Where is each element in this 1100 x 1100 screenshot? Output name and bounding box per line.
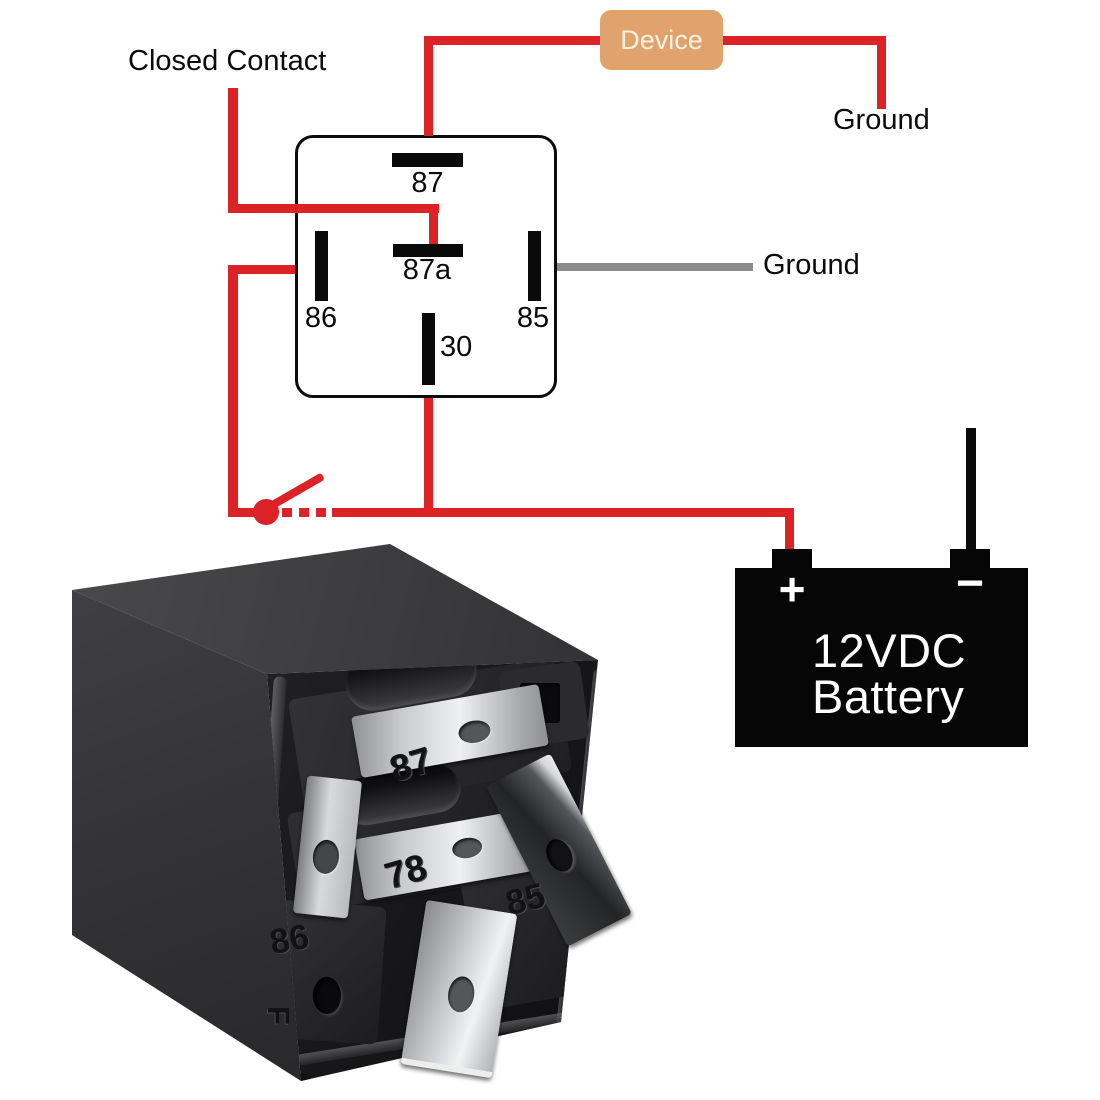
wire-battery-positive-drop (785, 508, 794, 552)
wire-switch-dashed-segment (282, 508, 334, 517)
pin86-contact-bar (315, 231, 328, 301)
battery-negative-terminal (950, 549, 990, 569)
wire-pin87-to-device-horizontal (424, 36, 608, 45)
wire-device-to-ground-horizontal (714, 36, 886, 45)
terminal-87-hole (456, 718, 493, 746)
battery-name-label: Battery (812, 670, 965, 723)
ground-label-top: Ground (833, 104, 930, 136)
pin86-label: 86 (304, 302, 338, 334)
embossed-f-marking: F (260, 1006, 296, 1025)
wire-battery-negative (966, 428, 976, 552)
pin87-contact-bar (392, 153, 463, 167)
relay-photo: 87 78 85 86 F (55, 528, 635, 1100)
ground-label-right: Ground (763, 249, 860, 281)
wire-device-to-ground-vertical (877, 36, 886, 109)
battery-positive-terminal (772, 549, 812, 569)
battery-plus-sign: + (778, 563, 806, 615)
battery-voltage-label: 12VDC (812, 624, 967, 677)
terminal-85-hole (541, 834, 578, 876)
terminal-86-hole (311, 838, 341, 876)
pin87a-contact-bar (393, 244, 463, 257)
embossed-86-label: 86 (266, 916, 313, 963)
switch-pivot-dot (253, 499, 279, 525)
embossed-85-label: 85 (501, 875, 550, 924)
battery-body (735, 568, 1028, 747)
wire-pin86-to-switch-vertical (228, 265, 238, 517)
wire-to-pin87a (429, 204, 438, 249)
pin30-label: 30 (440, 331, 473, 363)
pin87a-label: 87a (402, 254, 452, 286)
wire-closed-contact-vertical (228, 88, 238, 213)
wire-pin86-horizontal (233, 265, 295, 274)
terminal-87a-hole (450, 835, 484, 861)
pin87-label: 87 (411, 167, 444, 199)
wire-pin30-vertical (424, 398, 433, 517)
battery-minus-sign: − (955, 557, 985, 610)
terminal-30-hole (445, 974, 477, 1015)
device-label: Device (620, 24, 703, 55)
pin85-label: 85 (516, 302, 550, 334)
pin85-contact-bar (528, 231, 541, 301)
wire-pin87-to-device-vertical (424, 38, 433, 136)
plastic-round-hole (313, 977, 341, 1014)
wire-to-battery-positive-horizontal (332, 508, 794, 517)
wire-switch-left-segment (233, 508, 263, 517)
wire-closed-contact-horizontal (228, 204, 439, 213)
device-box: Device (600, 10, 723, 70)
wire-pin85-to-ground (557, 263, 753, 271)
closed-contact-label: Closed Contact (128, 45, 327, 77)
pin30-contact-bar (422, 313, 435, 385)
